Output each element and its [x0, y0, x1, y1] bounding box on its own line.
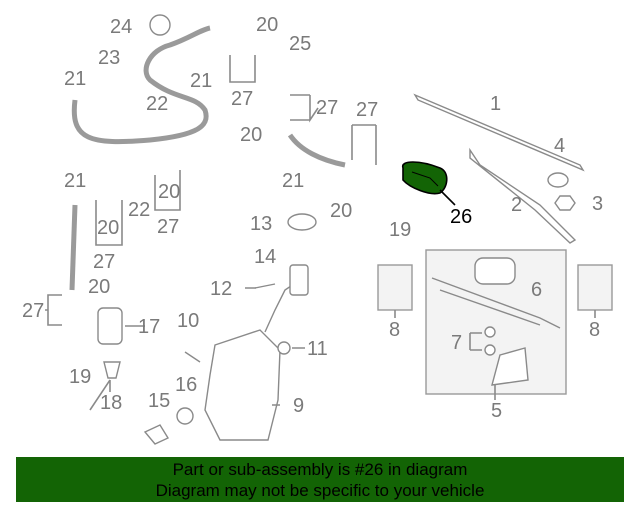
callout[interactable]: 5 [491, 400, 502, 422]
callout[interactable]: 3 [592, 193, 603, 215]
bracket-27-c [351, 124, 377, 165]
callout[interactable]: 22 [146, 93, 168, 115]
bracket-27-b [290, 94, 319, 123]
callout[interactable]: 25 [289, 33, 311, 55]
cap-4 [547, 172, 569, 188]
filler-14 [289, 264, 309, 296]
banner-line-2: Diagram may not be specific to your vehi… [155, 481, 485, 500]
bracket [491, 347, 529, 386]
callout[interactable]: 24 [110, 16, 132, 38]
nut-11 [277, 341, 291, 355]
callout[interactable]: 19 [69, 366, 91, 388]
callout[interactable]: 27 [93, 251, 115, 273]
callout[interactable]: 9 [293, 395, 304, 417]
callout[interactable]: 8 [589, 319, 600, 341]
callout[interactable]: 17 [138, 316, 160, 338]
callout[interactable]: 20 [256, 14, 278, 36]
wiper-blade [413, 93, 585, 172]
bracket-27-d [95, 200, 123, 246]
callout[interactable]: 20 [240, 124, 262, 146]
callout[interactable]: 15 [148, 390, 170, 412]
cap-13 [287, 213, 317, 231]
callout[interactable]: 4 [554, 135, 565, 157]
linkage-6 [431, 277, 561, 329]
reservoir-9 [204, 329, 281, 441]
callout[interactable]: 8 [389, 319, 400, 341]
hose-21-mid [287, 133, 346, 168]
bracket-27-f [45, 294, 62, 326]
hose-21-top [71, 25, 211, 145]
grommet-16 [176, 407, 194, 425]
grommet-24 [149, 14, 171, 36]
callout[interactable]: 21 [64, 68, 86, 90]
bolt-12 [254, 283, 276, 289]
callout[interactable]: 20 [330, 200, 352, 222]
callout[interactable]: 11 [307, 338, 328, 360]
callout[interactable]: 21 [64, 170, 86, 192]
callout-highlighted[interactable]: 26 [450, 206, 472, 228]
washer-nozzle-26[interactable] [402, 161, 448, 195]
leader-26 [439, 189, 456, 206]
nut-7b [484, 344, 496, 356]
bracket-27-e [154, 170, 181, 211]
callout[interactable]: 23 [98, 47, 120, 69]
sensor-15 [143, 424, 170, 445]
callout[interactable]: 27 [157, 216, 179, 238]
callout[interactable]: 21 [282, 170, 304, 192]
kit-box-8-right [577, 264, 613, 311]
leader-misc [89, 287, 596, 411]
callout[interactable]: 27 [356, 99, 378, 121]
bracket-27-a [229, 55, 256, 83]
callout[interactable]: 27 [316, 97, 338, 119]
callout[interactable]: 27 [22, 300, 44, 322]
bracket-7 [469, 332, 482, 351]
callout[interactable]: 18 [100, 392, 122, 414]
callout[interactable]: 10 [177, 310, 199, 332]
callout[interactable]: 16 [175, 374, 197, 396]
pump-17 [97, 307, 123, 345]
callout[interactable]: 20 [88, 276, 110, 298]
banner-line-1: Part or sub-assembly is #26 in diagram [172, 460, 468, 479]
callout[interactable]: 20 [97, 217, 119, 239]
callout[interactable]: 19 [389, 219, 411, 241]
callout[interactable]: 14 [254, 246, 276, 268]
motor [474, 257, 516, 285]
callout[interactable]: 27 [231, 88, 253, 110]
callout[interactable]: 21 [190, 70, 212, 92]
callout[interactable]: 7 [451, 332, 462, 354]
hose-21-left [69, 204, 78, 291]
callout[interactable]: 13 [250, 213, 272, 235]
wiper-arm [469, 147, 577, 244]
nut-7a [484, 326, 496, 338]
callout[interactable]: 12 [210, 278, 232, 300]
nut-3 [554, 195, 576, 211]
callout[interactable]: 1 [490, 93, 501, 115]
grommet-18 [103, 361, 121, 379]
callout[interactable]: 2 [511, 194, 522, 216]
info-banner: Part or sub-assembly is #26 in diagram D… [16, 457, 624, 502]
callout[interactable]: 20 [158, 181, 180, 203]
callout[interactable]: 22 [128, 199, 150, 221]
bolt-10 [184, 351, 201, 363]
kit-box-8-left [377, 264, 413, 311]
callout[interactable]: 6 [531, 279, 542, 301]
